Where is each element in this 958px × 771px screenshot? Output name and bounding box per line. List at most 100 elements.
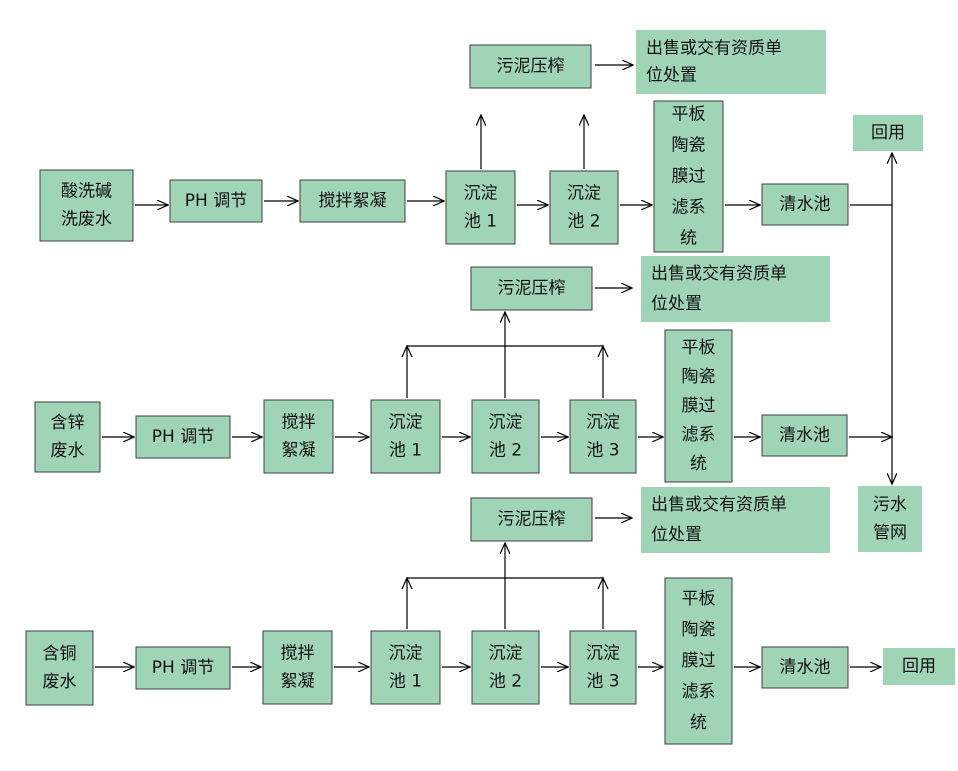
node-box	[549, 170, 619, 245]
node-label-line: 陶瓷	[682, 367, 716, 387]
node-box	[636, 30, 826, 94]
node-label-line: 膜过	[672, 167, 706, 187]
node-r3_clear: 清水池	[761, 646, 849, 689]
node-label-line: 膜过	[682, 651, 716, 671]
node-label-line: 污泥压榨	[497, 57, 565, 77]
node-label-line: 出售或交有资质单	[651, 495, 787, 515]
node-label-line: 池 2	[489, 672, 522, 692]
node-label-line: 废水	[51, 441, 85, 461]
node-label-line: 沉淀	[464, 184, 498, 204]
node-box	[653, 100, 724, 253]
node-label-line: 污泥压榨	[498, 510, 566, 530]
node-box	[664, 329, 733, 483]
node-label-line: 陶瓷	[672, 136, 706, 156]
node-label-line: 絮凝	[282, 441, 316, 461]
branch-line-r3	[406, 577, 604, 629]
node-label-line: 沉淀	[489, 413, 523, 433]
branch-line-r3-arrowhead-1	[401, 576, 413, 590]
node-label-line: 统	[690, 454, 707, 474]
node-label-line: 平板	[672, 105, 706, 125]
node-label-line: 沉淀	[389, 413, 423, 433]
node-box	[262, 630, 333, 705]
branch-line-r3-arrowhead-2	[597, 576, 609, 590]
node-box	[569, 630, 637, 705]
node-r2_ph: PH 调节	[135, 415, 231, 459]
node-box	[135, 646, 231, 690]
node-r1_s1: 沉淀池 1	[445, 170, 516, 245]
node-label-line: 污泥压榨	[498, 279, 566, 299]
node-box	[761, 183, 849, 226]
node-label-line: 污水	[873, 495, 907, 515]
node-label-line: 含铜	[43, 644, 77, 664]
node-r2_s1: 沉淀池 1	[370, 399, 441, 474]
node-label-line: 平板	[682, 338, 716, 358]
node-label-line: 回用	[902, 657, 936, 677]
node-label-line: 搅拌	[281, 644, 315, 664]
node-box	[883, 648, 955, 685]
node-label-line: PH 调节	[152, 658, 214, 678]
node-label-line: 池 2	[567, 212, 600, 232]
node-label-line: 滤系	[682, 682, 716, 702]
node-label-line: 池 1	[389, 441, 422, 461]
node-reuse_top: 回用	[853, 115, 923, 151]
node-label-line: 沉淀	[389, 644, 423, 664]
arrows-layer	[95, 65, 892, 667]
node-box	[470, 497, 593, 542]
node-r3_s1: 沉淀池 1	[370, 630, 441, 705]
node-label-line: 位处置	[651, 294, 702, 314]
node-r1_mix: 搅拌絮凝	[299, 179, 406, 223]
node-label-line: 沉淀	[586, 644, 620, 664]
node-label-line: 统	[690, 713, 707, 733]
node-r3_s2: 沉淀池 2	[471, 630, 540, 705]
node-label-line: 滤系	[672, 198, 706, 218]
node-label-line: 池 3	[586, 672, 619, 692]
node-label-line: 出售或交有资质单	[646, 39, 782, 59]
node-r1_clear: 清水池	[761, 183, 849, 226]
node-box	[445, 170, 516, 245]
node-r3_reuse: 回用	[883, 648, 955, 685]
node-box	[39, 169, 134, 242]
node-r1_ph: PH 调节	[169, 179, 263, 223]
node-r3_mix: 搅拌絮凝	[262, 630, 333, 705]
node-label-line: 池 2	[489, 441, 522, 461]
boxes-layer: 酸洗碱洗废水PH 调节搅拌絮凝沉淀池 1沉淀池 2污泥压榨出售或交有资质单位处置…	[25, 30, 955, 745]
node-label-line: 絮凝	[281, 672, 315, 692]
node-box	[469, 44, 592, 89]
node-box	[761, 414, 848, 457]
node-r2_s3: 沉淀池 3	[569, 399, 637, 474]
node-box	[169, 179, 263, 223]
node-r1_s2: 沉淀池 2	[549, 170, 619, 245]
node-r3_press: 污泥压榨	[470, 497, 593, 542]
node-label-line: 清水池	[779, 426, 830, 446]
node-box	[641, 487, 830, 553]
node-label-line: 池 1	[389, 672, 422, 692]
node-label-line: 搅拌絮凝	[319, 191, 387, 211]
node-label-line: 清水池	[780, 195, 831, 215]
node-label-line: 池 3	[586, 441, 619, 461]
node-label-line: 膜过	[682, 396, 716, 416]
node-label-line: 统	[680, 229, 697, 249]
node-label-line: 池 1	[464, 212, 497, 232]
arrow-r1_clear-to-reuse_top	[850, 153, 892, 206]
node-label-line: 搅拌	[282, 413, 316, 433]
node-box	[761, 646, 849, 689]
node-box	[34, 401, 101, 473]
node-label-line: 回用	[871, 123, 905, 143]
node-box	[263, 399, 334, 474]
node-r3_s3: 沉淀池 3	[569, 630, 637, 705]
node-label-line: 沉淀	[489, 644, 523, 664]
node-r2_mix: 搅拌絮凝	[263, 399, 334, 474]
node-box	[135, 415, 231, 459]
node-label-line: 陶瓷	[682, 620, 716, 640]
node-label-line: 废水	[43, 672, 77, 692]
